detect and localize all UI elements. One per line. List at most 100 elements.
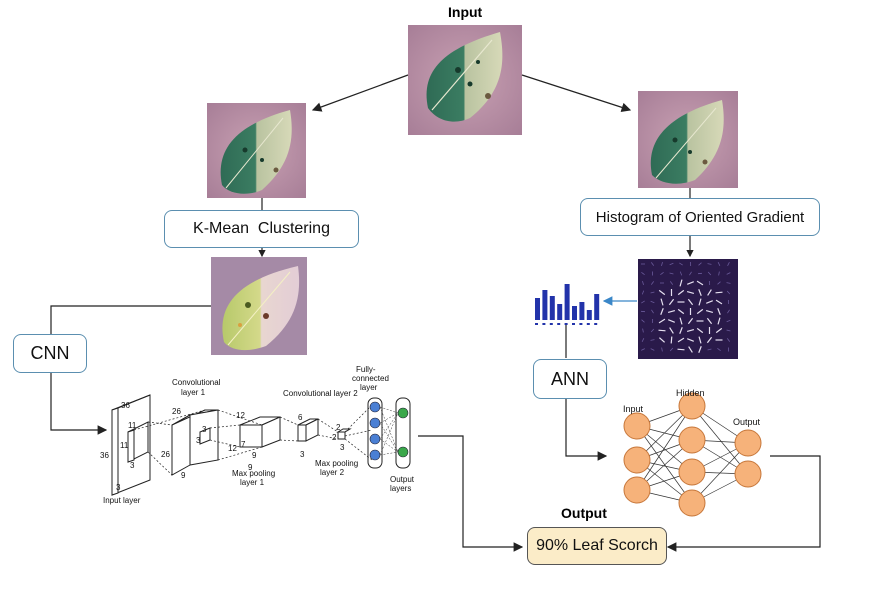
cnn-dashed-link: [209, 424, 241, 429]
arrow-input-to-hog: [521, 74, 632, 112]
dim-p1-bottom: 9: [248, 463, 253, 472]
dim-in-bottom: 3: [116, 483, 121, 492]
ann-input-node: [623, 476, 651, 504]
histogram-tick: [557, 323, 561, 325]
cnn-fc-node: [369, 401, 381, 413]
dim-k1-b: 11: [120, 441, 129, 450]
cnn-dashed-link: [147, 451, 173, 476]
cnn-fc-node: [369, 449, 381, 461]
ann-label: ANN: [550, 368, 589, 389]
result-box: 90% Leaf Scorch: [527, 527, 667, 565]
hog-cell: [717, 281, 721, 285]
cnn-dashed-link: [344, 438, 373, 461]
hog-cell: [717, 317, 721, 325]
hog-cell: [707, 348, 712, 351]
dim-c2-top: 6: [298, 413, 303, 422]
cnn-fc-label-1: Fully-: [356, 365, 376, 374]
hog-cell: [726, 338, 731, 342]
ann-input-node: [623, 412, 651, 440]
hog-cell: [698, 336, 702, 344]
hog-cell: [686, 328, 695, 333]
hog-cell: [706, 300, 713, 304]
histogram-tick: [572, 323, 575, 325]
cnn-conv2-label: Convolutional layer 2: [283, 389, 358, 398]
hog-cell: [642, 280, 644, 286]
hog-cell: [677, 289, 685, 296]
hog-cell: [705, 309, 714, 314]
hog-cell: [698, 262, 702, 266]
hog-cell: [669, 281, 674, 285]
histogram-bar: [579, 302, 585, 320]
cnn-fc-link: [379, 406, 399, 414]
hog-cell: [658, 337, 666, 343]
ann-edge: [636, 405, 693, 491]
hog-cell: [717, 308, 721, 315]
cnn-output-node: [397, 407, 409, 419]
hog-cell: [707, 289, 712, 296]
hog-cell: [669, 272, 674, 275]
histogram-tick: [586, 323, 590, 325]
cnn-fc-node: [369, 417, 381, 429]
ann-hidden-node: [678, 458, 706, 486]
dim-p1-top: 12: [236, 411, 245, 420]
ann-output-node: [734, 460, 762, 488]
hog-cell: [650, 300, 655, 304]
hog-cell: [650, 262, 655, 266]
dim-c2-side: 3: [300, 450, 305, 459]
input-leaf-image: [408, 25, 522, 135]
cnn-fc-link: [379, 451, 399, 456]
kmean-clustering-box: K-Mean Clustering: [164, 210, 359, 248]
cnn-fc-label-2: connected: [352, 374, 389, 383]
histogram-bar: [535, 298, 540, 320]
cnn-fc-link: [379, 412, 399, 440]
hog-cell: [698, 289, 702, 296]
cnn-conv1-label-1: Convolutional: [172, 378, 221, 387]
arrow-cnn-to-output: [418, 435, 524, 552]
hog-cell: [696, 327, 704, 334]
hog-cell: [660, 308, 664, 315]
hog-cell: [650, 348, 655, 351]
ann-output-node: [734, 429, 762, 457]
dim-p1-b: 9: [252, 451, 257, 460]
hog-cell: [698, 298, 702, 306]
cnn-fc-label-3: layer: [360, 383, 378, 392]
cnn-dashed-link: [133, 409, 206, 431]
cnn-label: CNN: [30, 343, 70, 363]
hog-cell: [668, 319, 675, 323]
ann-box: ANN: [533, 359, 607, 399]
ann-hidden-label: Hidden: [676, 388, 705, 398]
histogram-bar: [564, 284, 570, 320]
ann-output-label: Output: [733, 417, 761, 427]
input-title: Input: [448, 4, 483, 20]
ann-labels: Input Hidden Output: [623, 388, 761, 427]
histogram-bar: [594, 294, 600, 320]
histogram-tick: [549, 323, 553, 325]
hog-cell: [641, 271, 645, 276]
cnn-labels: Input layer Convolutional layer 1 Convol…: [100, 365, 415, 505]
histogram-bar: [549, 296, 555, 320]
ann-edge: [691, 405, 749, 475]
result-label: 90% Leaf Scorch: [536, 537, 658, 554]
dim-p2-a: 2: [336, 423, 341, 432]
hog-cell: [642, 328, 644, 333]
hog-cell: [687, 298, 694, 306]
hog-cell: [687, 281, 694, 285]
hog-box: Histogram of Oriented Gradient: [580, 198, 820, 236]
cnn-dashed-link: [279, 439, 299, 442]
hog-histogram: [535, 284, 600, 325]
output-title: Output: [561, 505, 607, 521]
arrow-ann-to-network: [565, 399, 608, 461]
hog-cell: [698, 346, 702, 353]
dim-c1-bottom: 9: [181, 471, 186, 480]
cnn-fc-link: [379, 412, 399, 424]
cnn-maxpool2-label-2: layer 2: [320, 468, 345, 477]
hog-feature-image: [638, 259, 738, 359]
dim-in-side: 36: [100, 451, 109, 460]
hog-label: Histogram of Oriented Gradient: [595, 208, 805, 226]
hog-cell: [677, 337, 685, 343]
hog-cell: [651, 309, 654, 314]
hog-cell: [727, 262, 730, 266]
cnn-maxpool1-label-2: layer 1: [240, 478, 265, 487]
histogram-bar: [542, 290, 548, 320]
